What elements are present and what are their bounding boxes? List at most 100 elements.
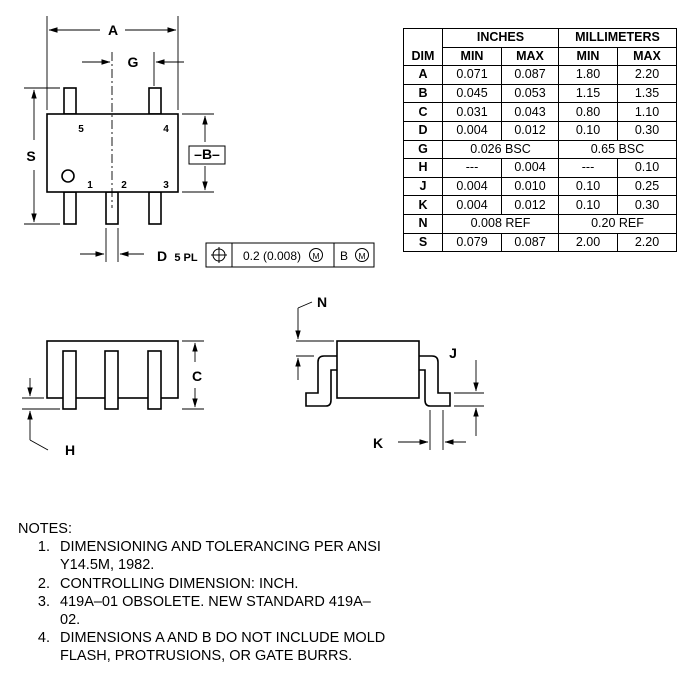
label-G: G [128, 54, 139, 70]
dimension-table: INCHES MILLIMETERS DIM MIN MAX MIN MAX A… [403, 28, 677, 253]
end-view-dimensions [295, 301, 484, 450]
note-text: DIMENSIONING AND TOLERANCING PER ANSI Y1… [60, 539, 381, 574]
table-cell: 2.20 [617, 65, 677, 85]
table-cell: 0.026 BSC [442, 139, 559, 160]
table-cell: --- [442, 158, 502, 178]
note-number: 2. [37, 575, 50, 592]
table-cell: 0.10 [617, 158, 677, 178]
pin1-dot [61, 169, 75, 183]
note-text: 419A–01 OBSOLETE. NEW STANDARD 419A–02. [60, 593, 371, 629]
pin-label-3: 3 [163, 180, 169, 191]
lead-4 [148, 87, 162, 115]
note-number: 3. [37, 593, 50, 610]
package-body-end [336, 340, 420, 399]
notes-list: 1. DIMENSIONING AND TOLERANCING PER ANSI … [18, 538, 390, 665]
table-cell: 2.20 [617, 232, 677, 253]
table-cell: 0.10 [558, 195, 618, 215]
table-cell: 0.004 [501, 158, 559, 178]
table-cell: 0.079 [442, 232, 502, 253]
pin-label-5: 5 [78, 124, 84, 135]
table-cell: N [403, 213, 443, 234]
table-cell: 2.00 [558, 232, 618, 253]
end-lead-right [419, 355, 451, 407]
side-lead-1 [62, 350, 77, 410]
label-5pl: 5 PL [174, 252, 198, 264]
table-cell: J [403, 176, 443, 197]
top-view-dimensions [24, 16, 214, 262]
notes-title: NOTES: [18, 521, 72, 537]
note-item: 1. DIMENSIONING AND TOLERANCING PER ANSI … [18, 538, 390, 574]
pin-label-2: 2 [121, 180, 127, 191]
top-view [46, 52, 179, 225]
table-cell: 0.053 [501, 83, 559, 104]
note-item: 3. 419A–01 OBSOLETE. NEW STANDARD 419A–02… [18, 593, 390, 629]
side-lead-3 [147, 350, 162, 410]
note-text: DIMENSIONS A AND B DO NOT INCLUDE MOLD F… [60, 630, 386, 665]
table-cell: 0.004 [442, 120, 502, 141]
table-cell: 0.20 REF [558, 213, 677, 234]
table-row: H---0.004---0.10 [403, 158, 677, 178]
label-A: A [108, 22, 118, 38]
table-cell: A [403, 65, 443, 85]
table-cell: 1.10 [617, 102, 677, 122]
lead-3 [148, 191, 162, 225]
table-cell: 0.65 BSC [558, 139, 677, 160]
label-H: H [65, 442, 75, 458]
datum-b-box [188, 145, 226, 165]
table-cell: 0.008 REF [442, 213, 559, 234]
table-cell: 0.045 [442, 83, 502, 104]
table-corner [403, 28, 443, 48]
table-cell: 1.35 [617, 83, 677, 104]
table-cell: 0.80 [558, 102, 618, 122]
millimeters-header: MILLIMETERS [558, 28, 677, 48]
note-text: CONTROLLING DIMENSION: INCH. [60, 575, 299, 592]
end-lead-left [305, 355, 337, 407]
fcf-mmc-2: M [358, 251, 365, 261]
pin-label-4: 4 [163, 124, 169, 135]
lead-5 [63, 87, 77, 115]
table-cell: 1.80 [558, 65, 618, 85]
mm-min-header: MIN [558, 46, 618, 67]
label-K: K [373, 435, 383, 451]
note-item: 2. CONTROLLING DIMENSION: INCH. [18, 575, 390, 593]
table-cell: B [403, 83, 443, 104]
table-cell: 0.010 [501, 176, 559, 197]
table-cell: 0.10 [558, 176, 618, 197]
table-cell: 0.012 [501, 195, 559, 215]
end-view [305, 340, 451, 407]
table-cell: C [403, 102, 443, 122]
label-J: J [449, 345, 457, 361]
table-cell: 0.012 [501, 120, 559, 141]
label-B: –B– [194, 146, 220, 162]
table-cell: 0.30 [617, 195, 677, 215]
table-cell: 0.043 [501, 102, 559, 122]
mm-max-header: MAX [617, 46, 677, 67]
table-cell: 0.004 [442, 195, 502, 215]
label-S: S [26, 148, 35, 164]
table-cell: K [403, 195, 443, 215]
side-view [46, 340, 179, 410]
dim-header: DIM [403, 47, 443, 67]
note-number: 1. [37, 539, 50, 556]
table-cell: --- [558, 158, 618, 178]
table-cell: 0.087 [501, 65, 559, 85]
table-cell: 0.30 [617, 120, 677, 141]
side-lead-2 [104, 350, 119, 410]
lead-1 [63, 191, 77, 225]
fcf-mmc-1: M [312, 251, 319, 261]
label-C: C [192, 368, 202, 384]
table-cell: 0.031 [442, 102, 502, 122]
label-N: N [317, 294, 327, 310]
table-cell: S [403, 232, 443, 253]
side-view-dimensions [22, 340, 204, 451]
